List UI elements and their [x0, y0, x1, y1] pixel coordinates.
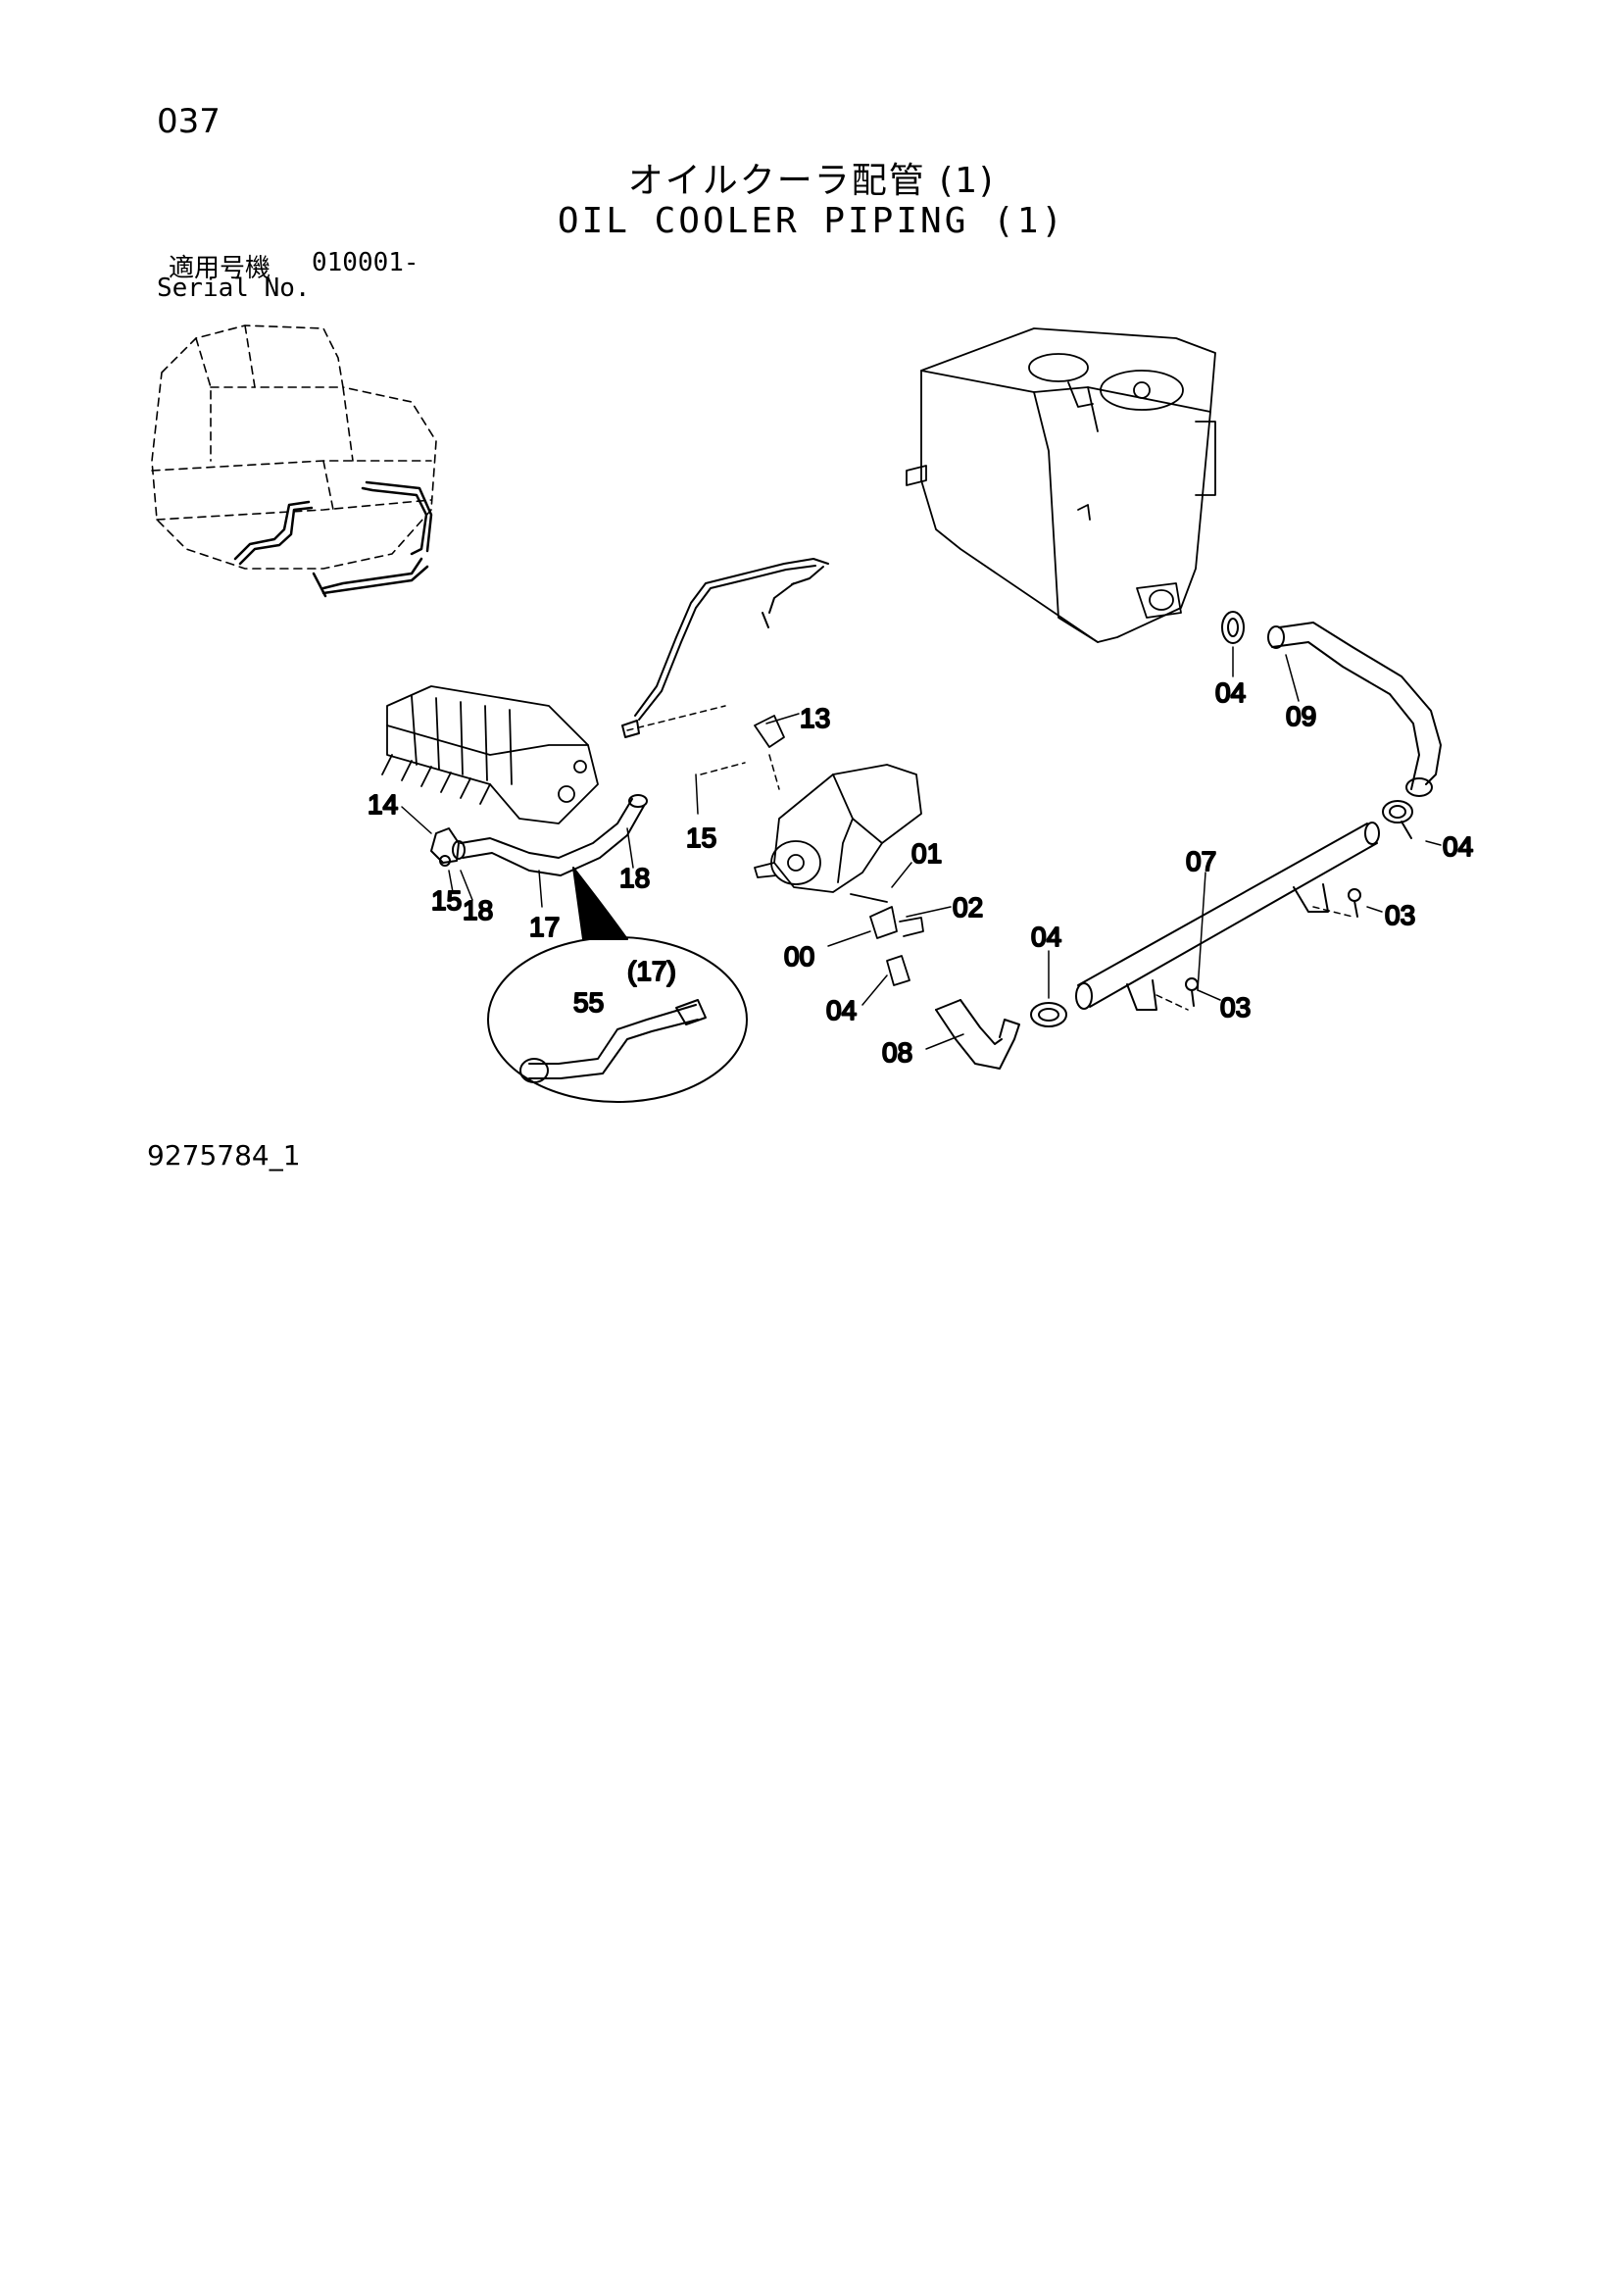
callout-04-low: 04	[826, 995, 857, 1025]
callout-07: 07	[1186, 846, 1216, 876]
detail-bubble	[487, 867, 748, 1103]
callout-14: 14	[368, 789, 398, 820]
callout-03-upper: 03	[1385, 900, 1415, 930]
callout-00: 00	[784, 941, 814, 972]
clamp-04-mid	[1030, 1002, 1067, 1027]
serial-label-english: Serial No.	[157, 274, 311, 303]
callout-leaders	[401, 646, 1442, 1050]
bypass-valve	[754, 715, 924, 986]
callout-09: 09	[1286, 701, 1316, 731]
title-english: OIL COOLER PIPING (1)	[557, 201, 1066, 241]
page-number: 037	[157, 102, 221, 141]
excavator-overview	[151, 324, 437, 570]
pilot-line	[621, 558, 829, 738]
title-japanese: オイルクーラ配管 (1)	[627, 161, 996, 201]
callout-04-mid: 04	[1031, 922, 1061, 952]
callout-13: 13	[800, 703, 830, 733]
drawing-code: 9275784_1	[147, 1139, 301, 1172]
callout-01: 01	[911, 838, 942, 869]
serial-range: 010001-	[312, 248, 419, 277]
control-valve	[381, 685, 599, 824]
bolt-03-upper	[1348, 888, 1361, 918]
callout-04-right: 04	[1443, 831, 1473, 862]
callout-02: 02	[953, 892, 983, 923]
overview-piping	[233, 480, 433, 598]
hydraulic-tank	[906, 327, 1216, 643]
bolt-03-lower	[1185, 977, 1199, 1007]
serial-label-japanese: 適用号機	[169, 254, 271, 283]
callout-03-lower: 03	[1220, 992, 1251, 1023]
clamp-04-right	[1382, 800, 1413, 839]
hose-17	[430, 794, 648, 876]
callout-18-mid: 18	[619, 863, 650, 893]
callout-17-paren: (17)	[627, 956, 676, 986]
clamp-04-top	[1221, 611, 1245, 644]
callout-08: 08	[882, 1037, 912, 1068]
callout-18-left: 18	[463, 895, 493, 925]
leader-lines	[626, 705, 1353, 1011]
hose-09	[1267, 622, 1442, 797]
callout-15-left: 15	[431, 885, 462, 916]
hose-08	[935, 999, 1020, 1070]
callout-04-top: 04	[1215, 677, 1246, 708]
callout-17: 17	[529, 912, 560, 942]
callout-15-mid: 15	[686, 823, 716, 853]
callout-55: 55	[573, 987, 604, 1018]
pipe-07	[1075, 822, 1380, 1011]
